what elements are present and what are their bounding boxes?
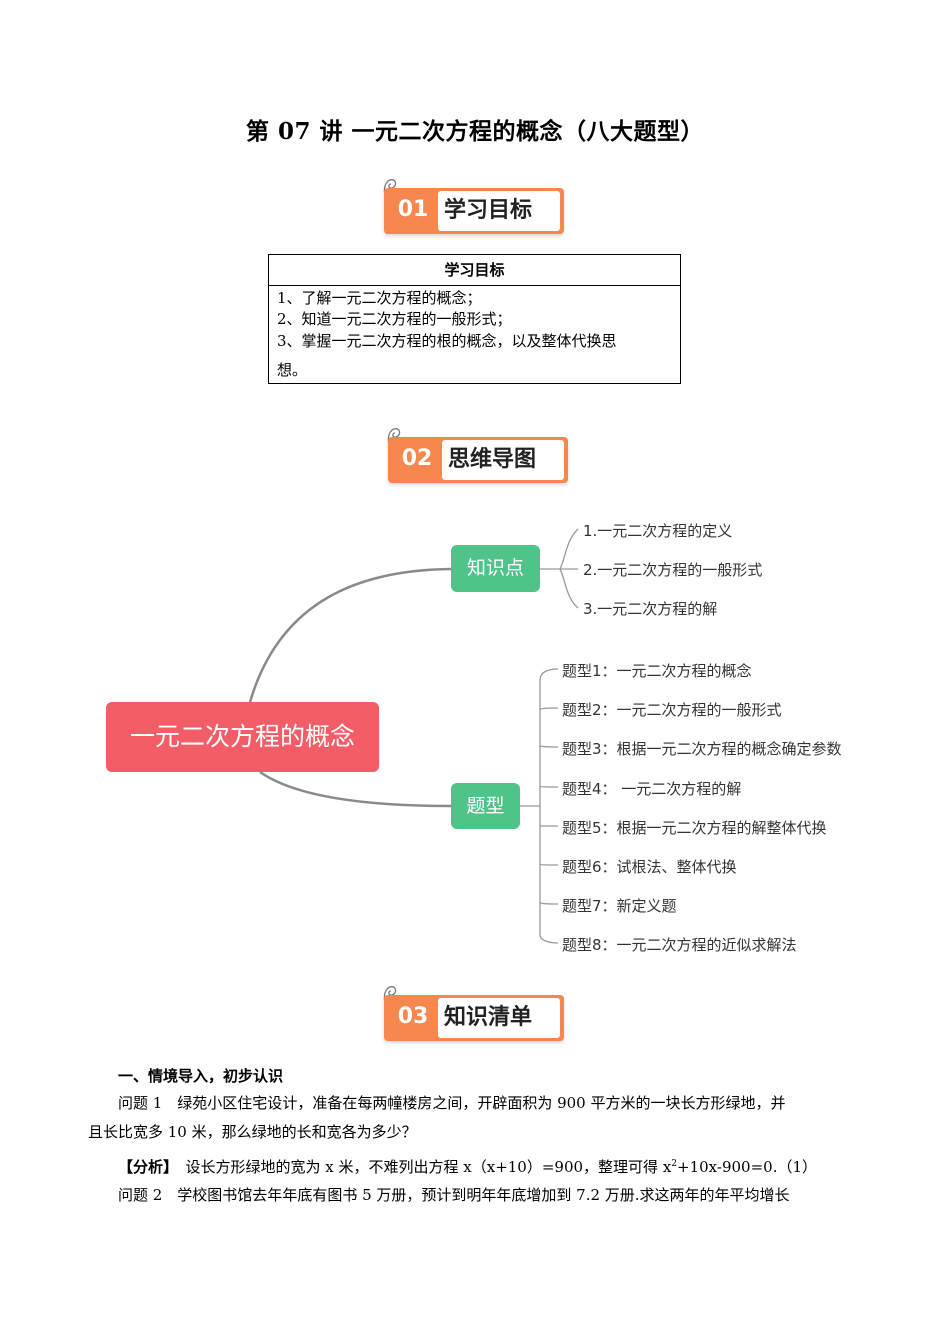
mindmap-leaf: 题型2：一元二次方程的一般形式 [562, 701, 782, 719]
problem-1-line-2: 且长比宽多 10 米，那么绿地的长和宽各为多少？ [88, 1123, 417, 1141]
mindmap-leaf: 题型1：一元二次方程的概念 [562, 662, 752, 680]
analysis-label: 【分析】 [118, 1158, 171, 1176]
objective-item: 想。 [277, 361, 308, 379]
objectives-table: 学习目标 1、了解一元二次方程的概念； 2、知道一元二次方程的一般形式； 3、掌… [268, 254, 681, 384]
mindmap-leaf: 题型7：新定义题 [562, 897, 677, 915]
objectives-header: 学习目标 [269, 255, 680, 286]
mindmap-leaf: 题型3：根据一元二次方程的概念确定参数 [562, 740, 842, 758]
section-banner-02: 02 思维导图 [387, 425, 588, 487]
section-banner-03: 03 知识清单 [383, 983, 584, 1045]
mindmap-leaf: 题型6：试根法、整体代换 [562, 858, 737, 876]
page-title: 第 07 讲 一元二次方程的概念（八大题型） [245, 118, 705, 145]
mindmap-leaf: 2.一元二次方程的一般形式 [583, 561, 763, 579]
section-number: 03 [397, 1004, 429, 1029]
objective-item: 3、掌握一元二次方程的根的概念，以及整体代换思 [277, 332, 617, 350]
mindmap-leaf: 1.一元二次方程的定义 [583, 522, 733, 540]
section-number: 01 [397, 197, 429, 222]
problem-1-line-1: 问题 1 绿苑小区住宅设计，准备在每两幢楼房之间，开辟面积为 900 平方米的一… [118, 1094, 786, 1112]
mindmap-leaf: 题型4： 一元二次方程的解 [562, 780, 742, 798]
mindmap-leaf: 题型5：根据一元二次方程的解整体代换 [562, 819, 827, 837]
objective-item: 2、知道一元二次方程的一般形式； [277, 310, 512, 328]
objective-item: 1、了解一元二次方程的概念； [277, 289, 482, 307]
mindmap-leaf: 题型8：一元二次方程的近似求解法 [562, 936, 797, 954]
section-label: 学习目标 [438, 191, 560, 231]
section-label: 思维导图 [442, 440, 564, 480]
mindmap-leaf: 3.一元二次方程的解 [583, 600, 718, 618]
analysis-text-a: 设长方形绿地的宽为 x 米，不难列出方程 x（x+10）=900，整理可得 x [170, 1158, 672, 1176]
problem-2-line-1: 问题 2 学校图书馆去年年底有图书 5 万册，预计到明年年底增加到 7.2 万册… [118, 1186, 790, 1204]
section-label: 知识清单 [438, 998, 560, 1038]
analysis-line: 【分析】 设长方形绿地的宽为 x 米，不难列出方程 x（x+10）=900，整理… [118, 1150, 817, 1181]
mindmap-root: 一元二次方程的概念 [106, 702, 379, 772]
mindmap-node-types: 题型 [451, 783, 520, 829]
analysis-text-b: +10x-900=0.（1） [677, 1158, 818, 1176]
knowledge-heading: 一、情境导入，初步认识 [118, 1067, 284, 1085]
section-number: 02 [401, 446, 433, 471]
section-banner-01: 01 学习目标 [383, 176, 584, 238]
mindmap-node-knowledge: 知识点 [451, 545, 540, 592]
analysis-exponent: 2 [671, 1159, 678, 1169]
